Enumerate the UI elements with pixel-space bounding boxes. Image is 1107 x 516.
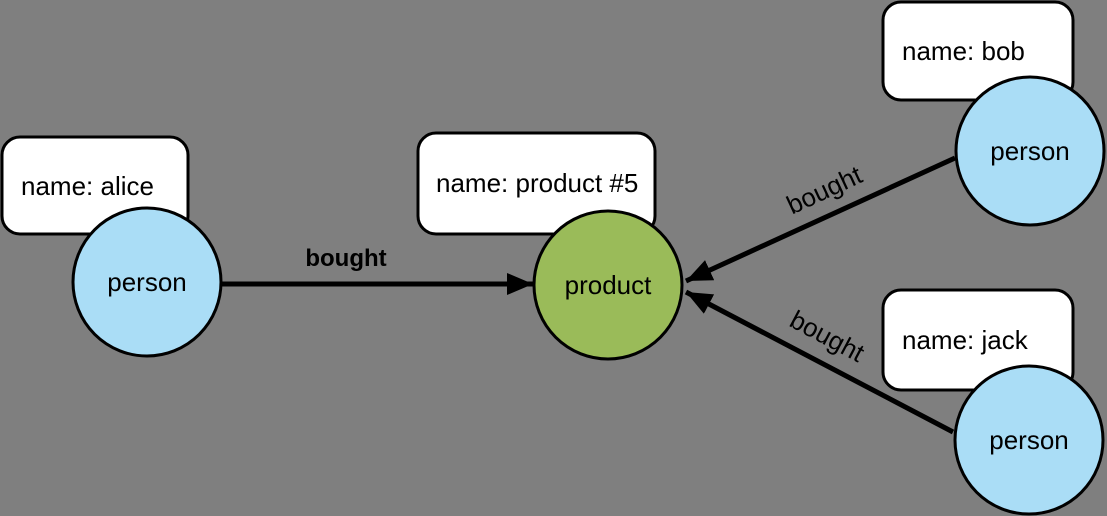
nodes-layer: person product person person [71,75,1106,516]
bob-property-text: name: bob [902,36,1025,66]
bob-property-box: name: bob [881,0,1075,102]
bob-node-type-label: person [990,136,1070,166]
edge-bob-bought-product [684,155,957,284]
product-node: product [532,209,684,361]
jack-person-circle [953,364,1105,516]
jack-property-text: name: jack [902,325,1029,355]
jack-node-type-label: person [989,425,1069,455]
alice-person-node: person [71,206,223,358]
bob-person-circle [954,75,1106,227]
edge-jack-bought-product [684,289,955,435]
bob-person-node: person [954,75,1106,227]
product-property-box: name: product #5 [416,131,657,236]
product-node-type-label: product [565,270,652,300]
alice-node-type-label: person [107,267,187,297]
edge-label-alice-bought: bought [305,245,386,272]
alice-property-text: name: alice [21,171,154,201]
product-circle [532,209,684,361]
product-property-text: name: product #5 [436,168,638,198]
alice-person-circle [71,206,223,358]
product-property-box-shape [416,131,657,236]
jack-person-node: person [953,364,1105,516]
